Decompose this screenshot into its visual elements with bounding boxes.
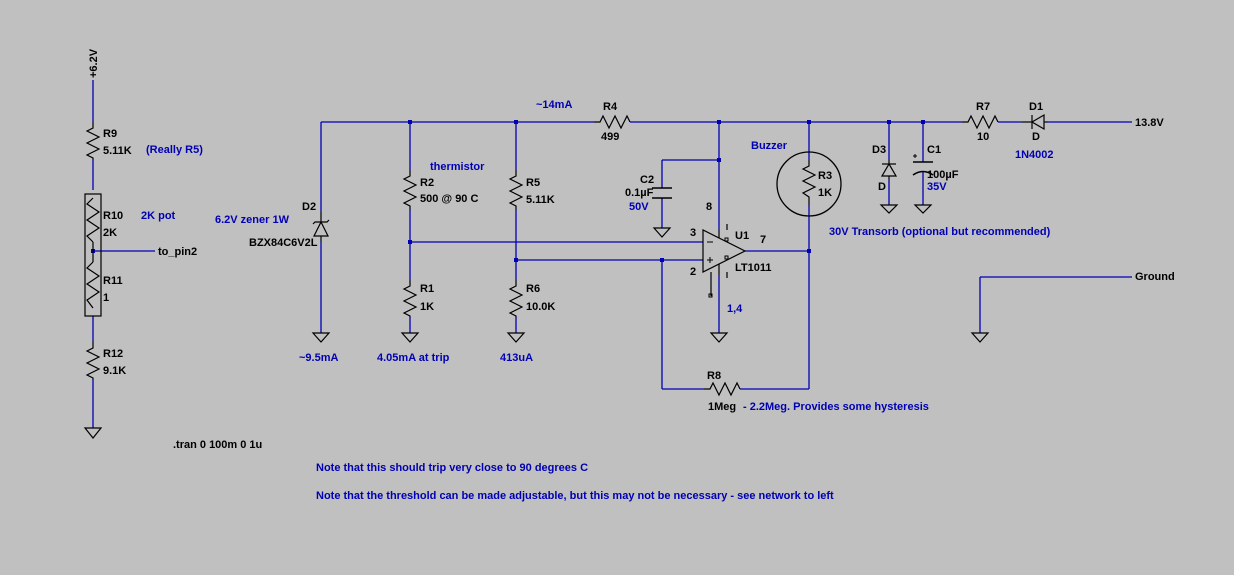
ground-symbol-r6 xyxy=(506,332,526,343)
zener-d2-symbol xyxy=(312,212,330,242)
c1-rating: 35V xyxy=(927,181,947,193)
d1-value: D xyxy=(1032,131,1040,143)
r2-ref: R2 xyxy=(420,177,434,189)
annotation-trip-current: 4.05mA at trip xyxy=(377,352,450,364)
r3-value: 1K xyxy=(818,187,832,199)
ground-symbol-net xyxy=(970,332,990,343)
wires xyxy=(92,80,1132,428)
note-adjustable-threshold: Note that the threshold can be made adju… xyxy=(316,490,834,502)
net-label-6v2: +6.2V xyxy=(88,48,100,78)
r4-ref: R4 xyxy=(603,101,618,113)
resistor-symbols xyxy=(85,114,999,397)
ground-symbol-d3 xyxy=(879,204,899,214)
annotation-14ma: ~14mA xyxy=(536,99,572,111)
r1-symbol xyxy=(402,280,418,318)
r9-ref: R9 xyxy=(103,128,117,140)
r8-symbol xyxy=(704,381,741,397)
pin-8: 8 xyxy=(706,201,712,213)
ground-symbol-left xyxy=(83,427,103,439)
annotation-hysteresis: - 2.2Meg. Provides some hysteresis xyxy=(743,401,929,413)
junctions xyxy=(91,120,925,262)
r7-ref: R7 xyxy=(976,101,990,113)
r8-ref: R8 xyxy=(707,370,721,382)
diode-d1-symbol xyxy=(1022,113,1048,131)
r11-value: 1 xyxy=(103,292,109,304)
d2-value: BZX84C6V2L xyxy=(249,237,318,249)
pot-r10-r11 xyxy=(84,193,102,317)
annotation-2k-pot: 2K pot xyxy=(141,210,176,222)
r5-symbol xyxy=(508,170,524,210)
d3-value: D xyxy=(878,181,886,193)
u1-ref: U1 xyxy=(735,230,749,242)
capacitor-c1-symbol xyxy=(912,154,934,176)
r7-symbol xyxy=(962,114,999,130)
ground-symbols xyxy=(83,204,990,439)
capacitor-c2-symbol xyxy=(652,187,672,199)
annotation-zener: 6.2V zener 1W xyxy=(215,214,290,226)
comparator-pin-marks xyxy=(707,237,729,298)
pin-3: 3 xyxy=(690,227,696,239)
ground-symbol-c1 xyxy=(913,204,933,214)
r11-ref: R11 xyxy=(103,275,123,287)
r2-symbol xyxy=(402,170,418,210)
d1-ref: D1 xyxy=(1029,101,1043,113)
c1-ref: C1 xyxy=(927,144,941,156)
annotation-really-r5: (Really R5) xyxy=(146,144,203,156)
r9-symbol xyxy=(85,122,101,160)
annotation-buzzer: Buzzer xyxy=(751,140,788,152)
net-label-to-pin2: to_pin2 xyxy=(158,246,197,258)
c2-ref: C2 xyxy=(640,174,654,186)
spice-directive: .tran 0 100m 0 1u xyxy=(173,439,262,451)
net-label-ground: Ground xyxy=(1135,271,1175,283)
annotation-transorb: 30V Transorb (optional but recommended) xyxy=(829,226,1051,238)
ground-symbol-u1 xyxy=(709,332,729,343)
net-label-13v8: 13.8V xyxy=(1135,117,1164,129)
r9-value: 5.11K xyxy=(103,145,132,157)
r6-ref: R6 xyxy=(526,283,540,295)
r3-ref: R3 xyxy=(818,170,832,182)
pin-7: 7 xyxy=(760,234,766,246)
r5-value: 5.11K xyxy=(526,194,555,206)
c2-value: 0.1µF xyxy=(625,187,654,199)
c1-value: 100µF xyxy=(927,169,959,181)
ground-symbol-c2 xyxy=(652,227,672,238)
d2-ref: D2 xyxy=(302,201,316,213)
u1-value: LT1011 xyxy=(735,262,772,274)
d1-part: 1N4002 xyxy=(1015,149,1054,161)
r12-value: 9.1K xyxy=(103,365,126,377)
r10-value: 2K xyxy=(103,227,117,239)
r6-symbol xyxy=(508,280,524,318)
annotation-9-5ma: ~9.5mA xyxy=(299,352,338,364)
annotation-thermistor: thermistor xyxy=(430,161,485,173)
comparator-u1-symbol xyxy=(702,224,747,296)
d3-ref: D3 xyxy=(872,144,886,156)
r3-symbol xyxy=(801,160,817,205)
r10-ref: R10 xyxy=(103,210,123,222)
transorb-d3-symbol xyxy=(880,160,898,180)
r12-ref: R12 xyxy=(103,348,123,360)
pin-2: 2 xyxy=(690,266,696,278)
ground-symbol-r1 xyxy=(400,332,420,343)
r1-ref: R1 xyxy=(420,283,434,295)
r1-value: 1K xyxy=(420,301,434,313)
r7-value: 10 xyxy=(977,131,989,143)
r5-ref: R5 xyxy=(526,177,540,189)
r12-symbol xyxy=(85,342,101,380)
annotation-413ua: 413uA xyxy=(500,352,533,364)
note-trip-temperature: Note that this should trip very close to… xyxy=(316,462,588,474)
c2-rating: 50V xyxy=(629,201,649,213)
r4-symbol xyxy=(594,114,631,130)
pin-1-4: 1,4 xyxy=(727,303,743,315)
ground-symbol-d2 xyxy=(311,332,331,343)
r6-value: 10.0K xyxy=(526,301,555,313)
r8-value: 1Meg xyxy=(708,401,736,413)
r4-value: 499 xyxy=(601,131,619,143)
r2-value: 500 @ 90 C xyxy=(420,193,478,205)
buzzer-symbol xyxy=(776,151,842,217)
